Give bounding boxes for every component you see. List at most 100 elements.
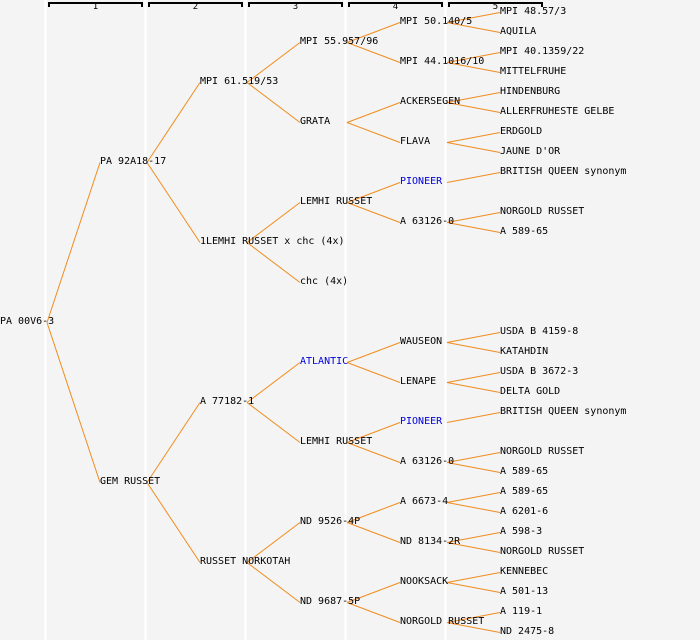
pedigree-edge (446, 382, 501, 393)
pedigree-edge (346, 582, 401, 603)
pedigree-edge (446, 342, 501, 353)
pedigree-edge (446, 22, 501, 33)
pedigree-edge (346, 342, 401, 363)
pedigree-node-gen5: ND 2475-8 (500, 626, 555, 637)
pedigree-edge (446, 102, 501, 113)
generation-number: 5 (492, 2, 499, 12)
generation-number: 2 (192, 2, 199, 12)
pedigree-node-gen5: USDA B 4159-8 (500, 326, 579, 337)
pedigree-node-gen5: NORGOLD RUSSET (500, 546, 585, 557)
pedigree-node-gen5: AQUILA (500, 26, 537, 37)
pedigree-node-gen4: FLAVA (400, 136, 431, 147)
pedigree-edge (346, 602, 401, 623)
pedigree-edge (246, 42, 301, 83)
pedigree-node-gen5: NORGOLD RUSSET (500, 446, 585, 457)
pedigree-edge (446, 212, 501, 223)
pedigree-edge (446, 142, 501, 153)
pedigree-edge (346, 102, 401, 123)
pedigree-node-gen3: GRATA (300, 116, 331, 127)
pedigree-edge (46, 322, 101, 483)
generation-bracket (48, 2, 143, 7)
pedigree-edge (446, 92, 501, 103)
pedigree-node-gen5: A 589-65 (500, 466, 549, 477)
pedigree-node-gen5: USDA B 3672-3 (500, 366, 579, 377)
pedigree-edge (246, 562, 301, 603)
pedigree-node-gen4: A 6673-4 (400, 496, 449, 507)
pedigree-edge (346, 442, 401, 463)
pedigree-node-gen4[interactable]: PIONEER (400, 176, 443, 187)
pedigree-node-gen5: A 501-13 (500, 586, 549, 597)
pedigree-edge (146, 162, 201, 243)
pedigree-edge (246, 522, 301, 563)
generation-number: 1 (92, 2, 99, 12)
generation-bracket (248, 2, 343, 7)
pedigree-edge (346, 122, 401, 143)
pedigree-edge (246, 202, 301, 243)
pedigree-node-gen1: PA 92A18-17 (100, 156, 167, 167)
pedigree-edge (346, 522, 401, 543)
generation-bracket (348, 2, 443, 7)
pedigree-node-gen5: MITTELFRUHE (500, 66, 567, 77)
pedigree-node-gen5: A 589-65 (500, 486, 549, 497)
pedigree-node-gen5: ALLERFRUHESTE GELBE (500, 106, 615, 117)
pedigree-node-gen5: NORGOLD RUSSET (500, 206, 585, 217)
pedigree-node-gen4: NORGOLD RUSSET (400, 616, 485, 627)
pedigree-node-gen5: A 6201-6 (500, 506, 549, 517)
generation-bracket (148, 2, 243, 7)
pedigree-node-gen2: 1LEMHI RUSSET x chc (4x) (200, 236, 345, 247)
pedigree-node-gen4[interactable]: PIONEER (400, 416, 443, 427)
pedigree-node-gen5: HINDENBURG (500, 86, 561, 97)
pedigree-node-gen3: ND 9687-5P (300, 596, 361, 607)
pedigree-edge (446, 412, 501, 423)
pedigree-edge (146, 402, 201, 483)
pedigree-edge (146, 82, 201, 163)
pedigree-node-gen5: A 598-3 (500, 526, 543, 537)
pedigree-edge (446, 622, 501, 633)
pedigree-edge (446, 612, 501, 623)
pedigree-root: PA 00V6-3 (0, 316, 55, 327)
pedigree-edge (446, 62, 501, 73)
pedigree-node-gen5: MPI 48.57/3 (500, 6, 567, 17)
pedigree-edge (346, 362, 401, 383)
pedigree-edge (446, 52, 501, 63)
pedigree-edge (246, 362, 301, 403)
pedigree-node-gen4: WAUSEON (400, 336, 443, 347)
pedigree-node-gen1: GEM RUSSET (100, 476, 161, 487)
pedigree-edge (346, 202, 401, 223)
pedigree-edge (446, 172, 501, 183)
pedigree-node-gen4: A 63126-0 (400, 216, 455, 227)
pedigree-node-gen5: KATAHDIN (500, 346, 549, 357)
generation-number: 4 (392, 2, 399, 12)
pedigree-node-gen5: A 589-65 (500, 226, 549, 237)
pedigree-node-gen5: KENNEBEC (500, 566, 549, 577)
pedigree-node-gen4: LENAPE (400, 376, 437, 387)
pedigree-node-gen4: NOOKSACK (400, 576, 449, 587)
pedigree-node-gen3: ND 9526-4P (300, 516, 361, 527)
pedigree-node-gen2: RUSSET NORKOTAH (200, 556, 291, 567)
pedigree-node-gen3[interactable]: ATLANTIC (300, 356, 349, 367)
pedigree-node-gen3: LEMHI RUSSET (300, 196, 373, 207)
pedigree-edge (446, 332, 501, 343)
pedigree-node-gen5: JAUNE D'OR (500, 146, 561, 157)
pedigree-edge (346, 22, 401, 43)
pedigree-edge (446, 502, 501, 513)
pedigree-edge (246, 82, 301, 123)
pedigree-edge (446, 12, 501, 23)
pedigree-edge (246, 242, 301, 283)
pedigree-edge (446, 572, 501, 583)
pedigree-node-gen4: ND 8134-2R (400, 536, 461, 547)
pedigree-node-gen5: ERDGOLD (500, 126, 543, 137)
pedigree-node-gen5: MPI 40.1359/22 (500, 46, 585, 57)
pedigree-edge (446, 532, 501, 543)
pedigree-edge (246, 402, 301, 443)
pedigree-node-gen5: DELTA GOLD (500, 386, 561, 397)
pedigree-edge (46, 162, 101, 323)
pedigree-node-gen2: A 77182-1 (200, 396, 255, 407)
pedigree-node-gen5: A 119-1 (500, 606, 543, 617)
generation-bracket (448, 2, 543, 7)
pedigree-edge (446, 372, 501, 383)
pedigree-edge (446, 132, 501, 143)
pedigree-edge (346, 502, 401, 523)
pedigree-node-gen3: chc (4x) (300, 276, 349, 287)
